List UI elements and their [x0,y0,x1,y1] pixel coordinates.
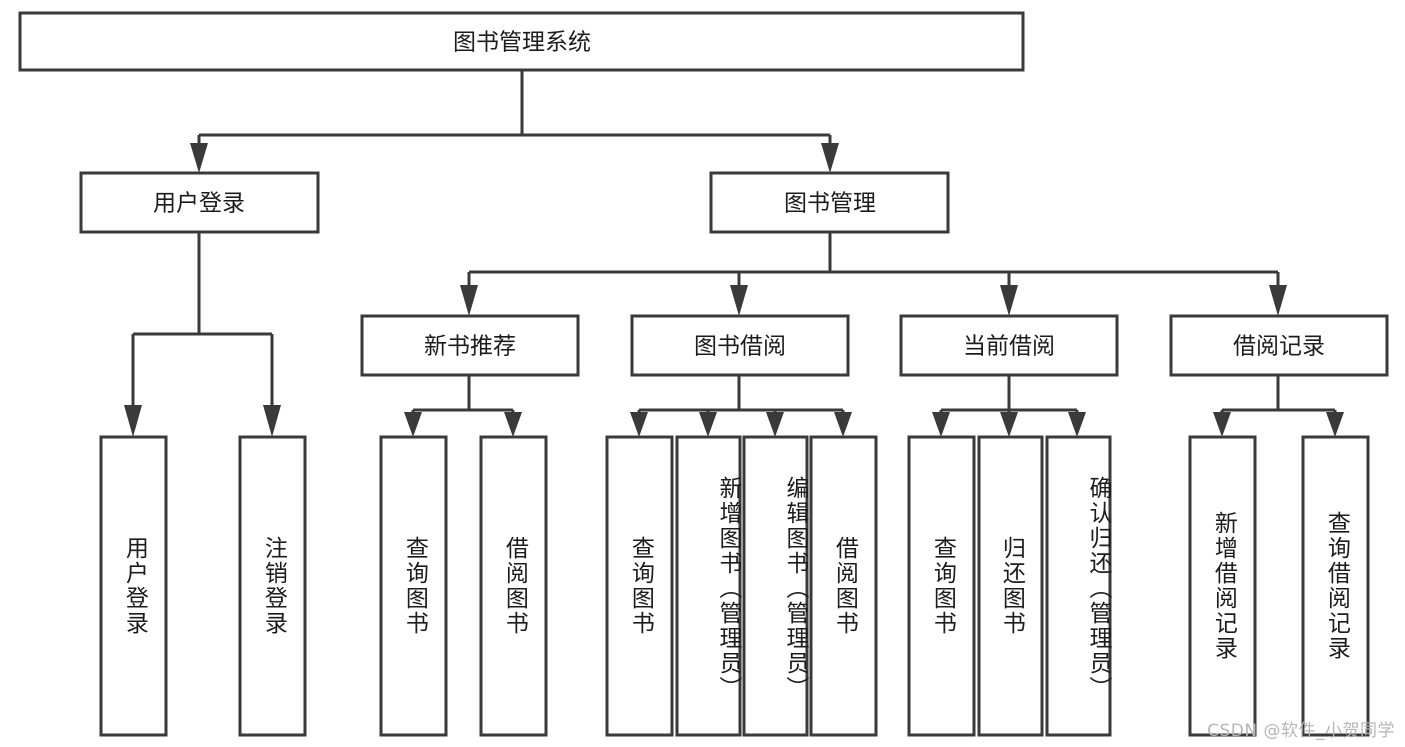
arrow-head-borrow-book-1 [504,412,522,437]
arrow-head-query-book-1 [404,412,422,437]
node-root-label: 图书管理系统 [453,30,591,56]
connector-group-currentborrow-to-leaves [932,375,1086,437]
node-new-book-recommend-box[interactable] [360,314,580,377]
node-book-management-label: 图书管理 [784,191,876,217]
node-user-login-box[interactable] [79,171,320,234]
node-borrow-record-box[interactable] [1169,314,1389,377]
leaf-edit-book-box[interactable] [742,435,809,737]
arrow-head-add-book [699,412,717,437]
node-book-management-box[interactable] [709,171,950,234]
leaf-query-book-1-box[interactable] [379,435,448,737]
leaf-borrow-book-2-box[interactable] [809,435,878,737]
node-book-borrow[interactable]: 图书借阅 [630,314,850,377]
connector-group-userlogin-to-leaves [124,232,281,437]
arrow-head-return-book [1000,412,1018,437]
leaf-user-login-box[interactable] [99,435,168,737]
leaf-borrow-book-1-box[interactable] [479,435,548,737]
arrow-head-leaf-logout [263,405,281,437]
arrow-head-query-book-2 [630,412,648,437]
arrow-head-borrowrecord [1269,285,1287,316]
node-root[interactable]: 图书管理系统 [18,11,1025,72]
arrow-head-user-login [190,143,208,173]
leaf-confirm-return-box[interactable] [1045,435,1112,737]
connector-group-root-to-level2 [190,71,839,173]
arrow-head-borrow-book-2 [834,412,852,437]
leaf-query-book-2-box[interactable] [605,435,674,737]
arrow-head-add-record [1213,412,1231,437]
arrow-head-currentborrow [1000,285,1018,316]
watermark-text: CSDN @软件_小贺同学 [1207,721,1395,741]
arrow-head-query-record [1326,412,1344,437]
node-book-borrow-label: 图书借阅 [694,334,786,360]
node-borrow-record[interactable]: 借阅记录 [1169,314,1389,377]
connector-group-bookmanagement-to-level3 [460,232,1287,316]
node-current-borrow[interactable]: 当前借阅 [899,314,1119,377]
node-borrow-record-label: 借阅记录 [1233,334,1325,360]
arrow-head-leaf-user-login [124,405,142,437]
arrow-head-edit-book [766,412,784,437]
node-new-book-recommend-label: 新书推荐 [424,334,516,360]
leaf-boxes [99,435,1370,737]
arrow-head-confirm-return [1068,412,1086,437]
node-new-book-recommend[interactable]: 新书推荐 [360,314,580,377]
node-book-management[interactable]: 图书管理 [709,171,950,234]
arrow-head-newbook [460,285,478,316]
node-book-borrow-box[interactable] [630,314,850,377]
arrow-head-bookborrow [730,285,748,316]
connector-group-borrowrecord-to-leaves [1213,375,1344,437]
node-user-login-label: 用户登录 [153,191,245,217]
node-user-login[interactable]: 用户登录 [79,171,320,234]
leaf-add-record-box[interactable] [1188,435,1257,737]
node-current-borrow-box[interactable] [899,314,1119,377]
node-current-borrow-label: 当前借阅 [963,334,1055,360]
connector-group-newbook-to-leaves [404,375,522,437]
leaf-return-book-box[interactable] [977,435,1044,737]
leaf-query-book-3-box[interactable] [907,435,976,737]
leaf-query-record-box[interactable] [1301,435,1370,737]
arrow-head-book-management [821,143,839,173]
connector-group-bookborrow-to-leaves [630,375,852,437]
arrow-head-query-book-3 [932,412,950,437]
node-root-box[interactable] [18,11,1025,72]
leaf-add-book-box[interactable] [675,435,742,737]
leaf-logout-login-box[interactable] [238,435,307,737]
